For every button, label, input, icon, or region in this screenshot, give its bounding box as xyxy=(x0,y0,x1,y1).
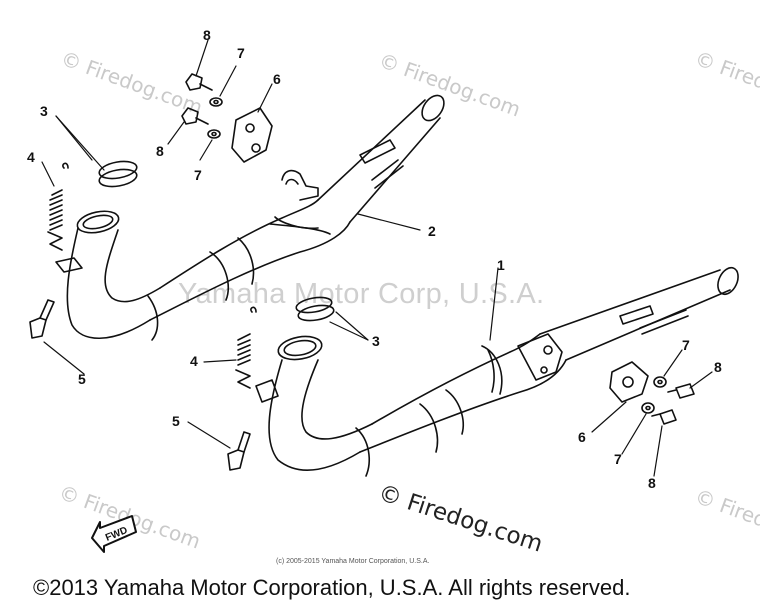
callout-1: 1 xyxy=(497,257,505,273)
mount-bolt xyxy=(181,73,695,425)
callout-2: 2 xyxy=(428,223,436,239)
flange-plate-upper xyxy=(231,107,273,163)
callout-3: 3 xyxy=(40,103,48,119)
callout-4: 4 xyxy=(190,353,198,369)
flange-plate-lower xyxy=(609,361,649,403)
callout-7: 7 xyxy=(237,45,245,61)
callout-8: 8 xyxy=(714,359,722,375)
callout-5: 5 xyxy=(172,413,180,429)
bolt-upper xyxy=(29,299,55,339)
gasket-lower xyxy=(295,296,335,322)
callout-7: 7 xyxy=(682,337,690,353)
callout-8: 8 xyxy=(648,475,656,491)
watermark-yamaha: Yamaha Motor Corp, U.S.A. xyxy=(178,278,545,310)
washer xyxy=(207,97,667,414)
spring-upper xyxy=(47,162,83,273)
spring-lower xyxy=(235,306,279,403)
footer-copyright: ©2013 Yamaha Motor Corporation, U.S.A. A… xyxy=(33,575,631,600)
fwd-arrow-icon: FWD xyxy=(91,515,137,553)
callout-8: 8 xyxy=(156,143,164,159)
callout-8: 8 xyxy=(203,27,211,43)
callout-5: 5 xyxy=(78,371,86,387)
bolt-lower xyxy=(227,431,251,471)
lower-exhaust-pipe xyxy=(268,266,739,477)
upper-exhaust-pipe xyxy=(66,94,445,341)
callout-6: 6 xyxy=(578,429,586,445)
callout-6: 6 xyxy=(273,71,281,87)
callout-7: 7 xyxy=(614,451,622,467)
gasket-upper xyxy=(98,160,138,188)
callout-3: 3 xyxy=(372,333,380,349)
callouts: 2 1 3 3 4 4 5 5 6 6 7 7 7 7 8 8 8 8 xyxy=(27,27,722,491)
callout-7: 7 xyxy=(194,167,202,183)
callout-4: 4 xyxy=(27,149,35,165)
leader-lines xyxy=(41,39,713,477)
small-copyright: (c) 2005-2015 Yamaha Motor Corporation, … xyxy=(276,558,430,565)
